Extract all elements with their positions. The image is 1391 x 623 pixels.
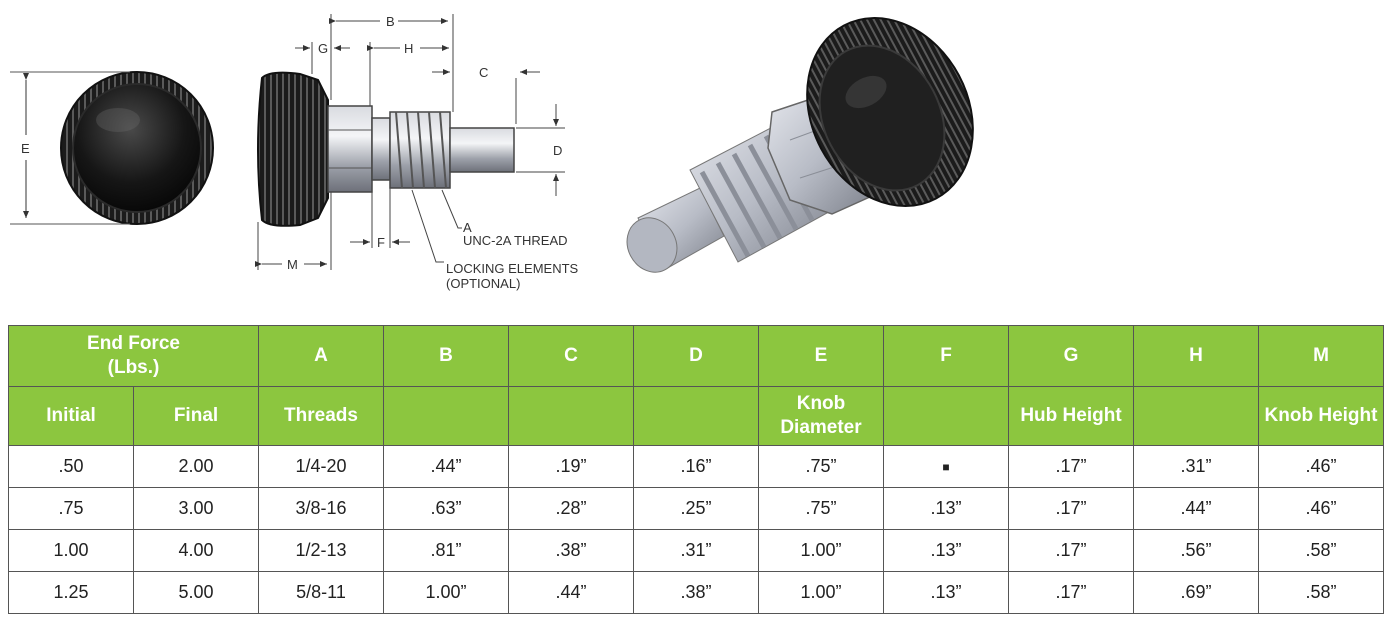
svg-text:M: M bbox=[287, 257, 298, 272]
cell: .19” bbox=[508, 445, 634, 488]
header-end-force: End Force(Lbs.) bbox=[8, 325, 259, 387]
header-final: Final bbox=[133, 386, 259, 446]
dim-label-e: E bbox=[21, 141, 30, 156]
isometric-render bbox=[626, 17, 974, 273]
svg-text:C: C bbox=[479, 65, 488, 80]
cell: 1.25 bbox=[8, 571, 134, 614]
cell: .17” bbox=[1008, 529, 1134, 572]
cell: 1.00” bbox=[383, 571, 509, 614]
header-d-desc bbox=[633, 386, 759, 446]
cell: 4.00 bbox=[133, 529, 259, 572]
side-view-plunger bbox=[257, 71, 515, 227]
cell: .13” bbox=[883, 571, 1009, 614]
cell: 2.00 bbox=[133, 445, 259, 488]
header-c: C bbox=[508, 325, 634, 387]
header-c-desc bbox=[508, 386, 634, 446]
svg-text:H: H bbox=[404, 41, 413, 56]
thread-callout-text: UNC-2A THREAD bbox=[463, 233, 568, 248]
table-row: .50 2.00 1/4-20 .44” .19” .16” .75” ■ .1… bbox=[8, 445, 1384, 488]
front-view-knob bbox=[60, 71, 214, 225]
side-view-dimensions bbox=[255, 14, 565, 270]
table-row: 1.25 5.00 5/8-11 1.00” .44” .38” 1.00” .… bbox=[8, 571, 1384, 614]
locking-callout-note: (OPTIONAL) bbox=[446, 276, 520, 291]
locking-callout-text: LOCKING ELEMENTS bbox=[446, 261, 579, 276]
svg-text:B: B bbox=[386, 14, 395, 29]
cell: .38” bbox=[508, 529, 634, 572]
cell: .44” bbox=[383, 445, 509, 488]
header-initial: Initial bbox=[8, 386, 134, 446]
header-d: D bbox=[633, 325, 759, 387]
cell: .69” bbox=[1133, 571, 1259, 614]
header-knob-diameter: Knob Diameter bbox=[758, 386, 884, 446]
cell: .44” bbox=[1133, 487, 1259, 530]
table-row: 1.00 4.00 1/2-13 .81” .38” .31” 1.00” .1… bbox=[8, 529, 1384, 572]
cell: 3/8-16 bbox=[258, 487, 384, 530]
header-e: E bbox=[758, 325, 884, 387]
header-h-desc bbox=[1133, 386, 1259, 446]
cell: .58” bbox=[1258, 529, 1384, 572]
header-hub-height: Hub Height bbox=[1008, 386, 1134, 446]
cell: .81” bbox=[383, 529, 509, 572]
cell: .28” bbox=[508, 487, 634, 530]
cell: 1.00” bbox=[758, 571, 884, 614]
header-g: G bbox=[1008, 325, 1134, 387]
cell: .75 bbox=[8, 487, 134, 530]
cell: .46” bbox=[1258, 487, 1384, 530]
cell: 1/4-20 bbox=[258, 445, 384, 488]
header-row-descriptions: Initial Final Threads Knob Diameter Hub … bbox=[8, 386, 1384, 446]
cell: .44” bbox=[508, 571, 634, 614]
header-f-desc bbox=[883, 386, 1009, 446]
header-knob-height: Knob Height bbox=[1258, 386, 1384, 446]
header-m: M bbox=[1258, 325, 1384, 387]
svg-text:G: G bbox=[318, 41, 328, 56]
cell: .17” bbox=[1008, 487, 1134, 530]
cell: .38” bbox=[633, 571, 759, 614]
cell: .56” bbox=[1133, 529, 1259, 572]
cell: .46” bbox=[1258, 445, 1384, 488]
header-h: H bbox=[1133, 325, 1259, 387]
header-b-desc bbox=[383, 386, 509, 446]
cell: .17” bbox=[1008, 445, 1134, 488]
svg-text:D: D bbox=[553, 143, 562, 158]
cell: 1.00” bbox=[758, 529, 884, 572]
header-threads: Threads bbox=[258, 386, 384, 446]
header-b: B bbox=[383, 325, 509, 387]
cell: 1/2-13 bbox=[258, 529, 384, 572]
cell: .13” bbox=[883, 487, 1009, 530]
header-row-letters: End Force(Lbs.) A B C D E F G H M bbox=[8, 325, 1384, 387]
not-applicable-square-icon: ■ bbox=[883, 445, 1009, 488]
cell: .75” bbox=[758, 487, 884, 530]
svg-text:F: F bbox=[377, 235, 385, 250]
cell: .63” bbox=[383, 487, 509, 530]
thread-callout-a: A bbox=[463, 220, 472, 235]
cell: .17” bbox=[1008, 571, 1134, 614]
cell: .13” bbox=[883, 529, 1009, 572]
cell: .31” bbox=[633, 529, 759, 572]
cell: .50 bbox=[8, 445, 134, 488]
table-row: .75 3.00 3/8-16 .63” .28” .25” .75” .13”… bbox=[8, 487, 1384, 530]
cell: .31” bbox=[1133, 445, 1259, 488]
cell: 1.00 bbox=[8, 529, 134, 572]
cell: 5/8-11 bbox=[258, 571, 384, 614]
spec-table: End Force(Lbs.) A B C D E F G H M Initia… bbox=[8, 325, 1384, 614]
header-f: F bbox=[883, 325, 1009, 387]
cell: 3.00 bbox=[133, 487, 259, 530]
cell: .25” bbox=[633, 487, 759, 530]
cell: .58” bbox=[1258, 571, 1384, 614]
header-a: A bbox=[258, 325, 384, 387]
cell: .75” bbox=[758, 445, 884, 488]
side-view-labels: B G H C D F M A UNC-2A THREAD LOCKING EL… bbox=[287, 14, 579, 291]
dimension-e: E bbox=[10, 71, 130, 225]
technical-drawings: E bbox=[10, 14, 974, 291]
cell: 5.00 bbox=[133, 571, 259, 614]
cell: .16” bbox=[633, 445, 759, 488]
